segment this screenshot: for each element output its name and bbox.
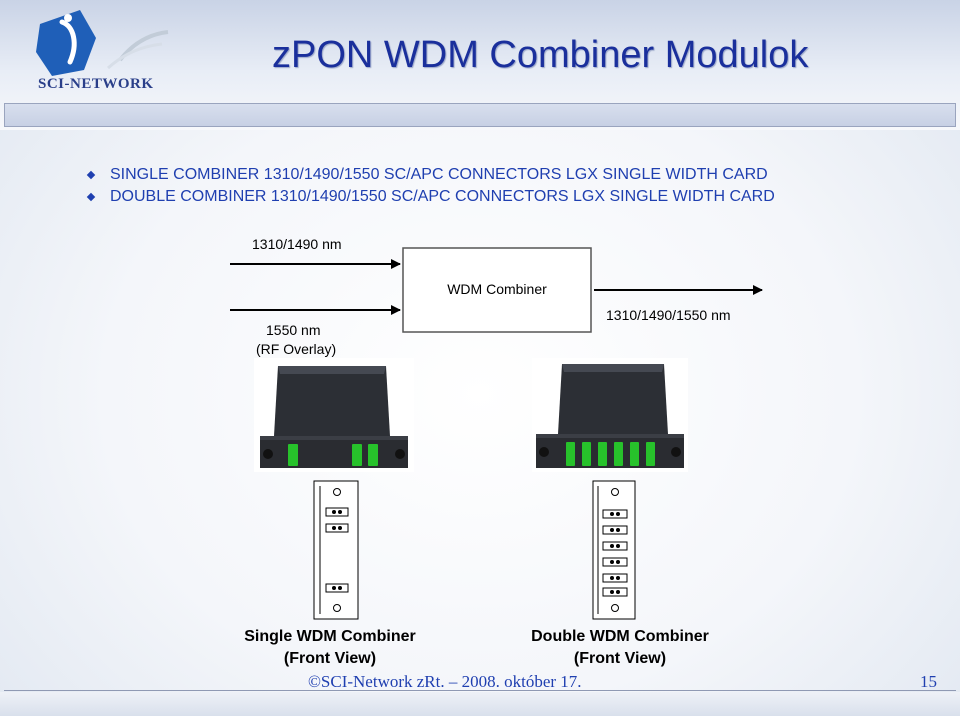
wdm-block-diagram: 1310/1490 nm WDM Combiner 1310/1490/1550… (230, 236, 763, 357)
bullet-diamond-icon (86, 192, 96, 202)
page-number: 15 (920, 672, 937, 691)
logo-text: SCI-NETWORK (38, 76, 154, 92)
caption-line: Single WDM Combiner (244, 628, 416, 645)
single-combiner-caption: Single WDM Combiner (Front View) (220, 626, 440, 670)
bullet-item: SINGLE COMBINER 1310/1490/1550 SC/APC CO… (86, 164, 775, 186)
double-faceplate-drawing (592, 480, 636, 620)
double-combiner-photo (532, 358, 688, 472)
single-faceplate-drawing (313, 480, 359, 620)
double-combiner-caption: Double WDM Combiner (Front View) (500, 626, 740, 670)
output-label: 1310/1490/1550 nm (606, 307, 731, 323)
input-bottom-label: 1550 nm (266, 322, 320, 338)
footer-divider (4, 690, 956, 691)
page-title: zPON WDM Combiner Modulok (272, 34, 809, 76)
bullet-list: SINGLE COMBINER 1310/1490/1550 SC/APC CO… (86, 164, 775, 208)
bullet-text: SINGLE COMBINER 1310/1490/1550 SC/APC CO… (110, 166, 768, 183)
sc-apc-connector-group (566, 442, 655, 466)
input-bottom-sublabel: (RF Overlay) (256, 341, 336, 357)
bullet-diamond-icon (86, 170, 96, 180)
single-combiner-photo (254, 358, 414, 472)
caption-line: (Front View) (573, 650, 667, 667)
sci-network-logo (36, 10, 169, 76)
bullet-text: DOUBLE COMBINER 1310/1490/1550 SC/APC CO… (110, 188, 775, 205)
bullet-item: DOUBLE COMBINER 1310/1490/1550 SC/APC CO… (86, 186, 775, 208)
caption-line: Double WDM Combiner (531, 628, 709, 645)
caption-line: (Front View) (283, 650, 377, 667)
sc-apc-connector-group (288, 444, 378, 466)
wdm-combiner-box (402, 247, 592, 333)
wdm-combiner-label: WDM Combiner (447, 281, 547, 297)
footer-copyright: ©SCI-Network zRt. – 2008. október 17. (308, 672, 582, 691)
footer-band (0, 692, 960, 716)
input-top-label: 1310/1490 nm (252, 236, 342, 252)
title-bar (4, 103, 956, 127)
